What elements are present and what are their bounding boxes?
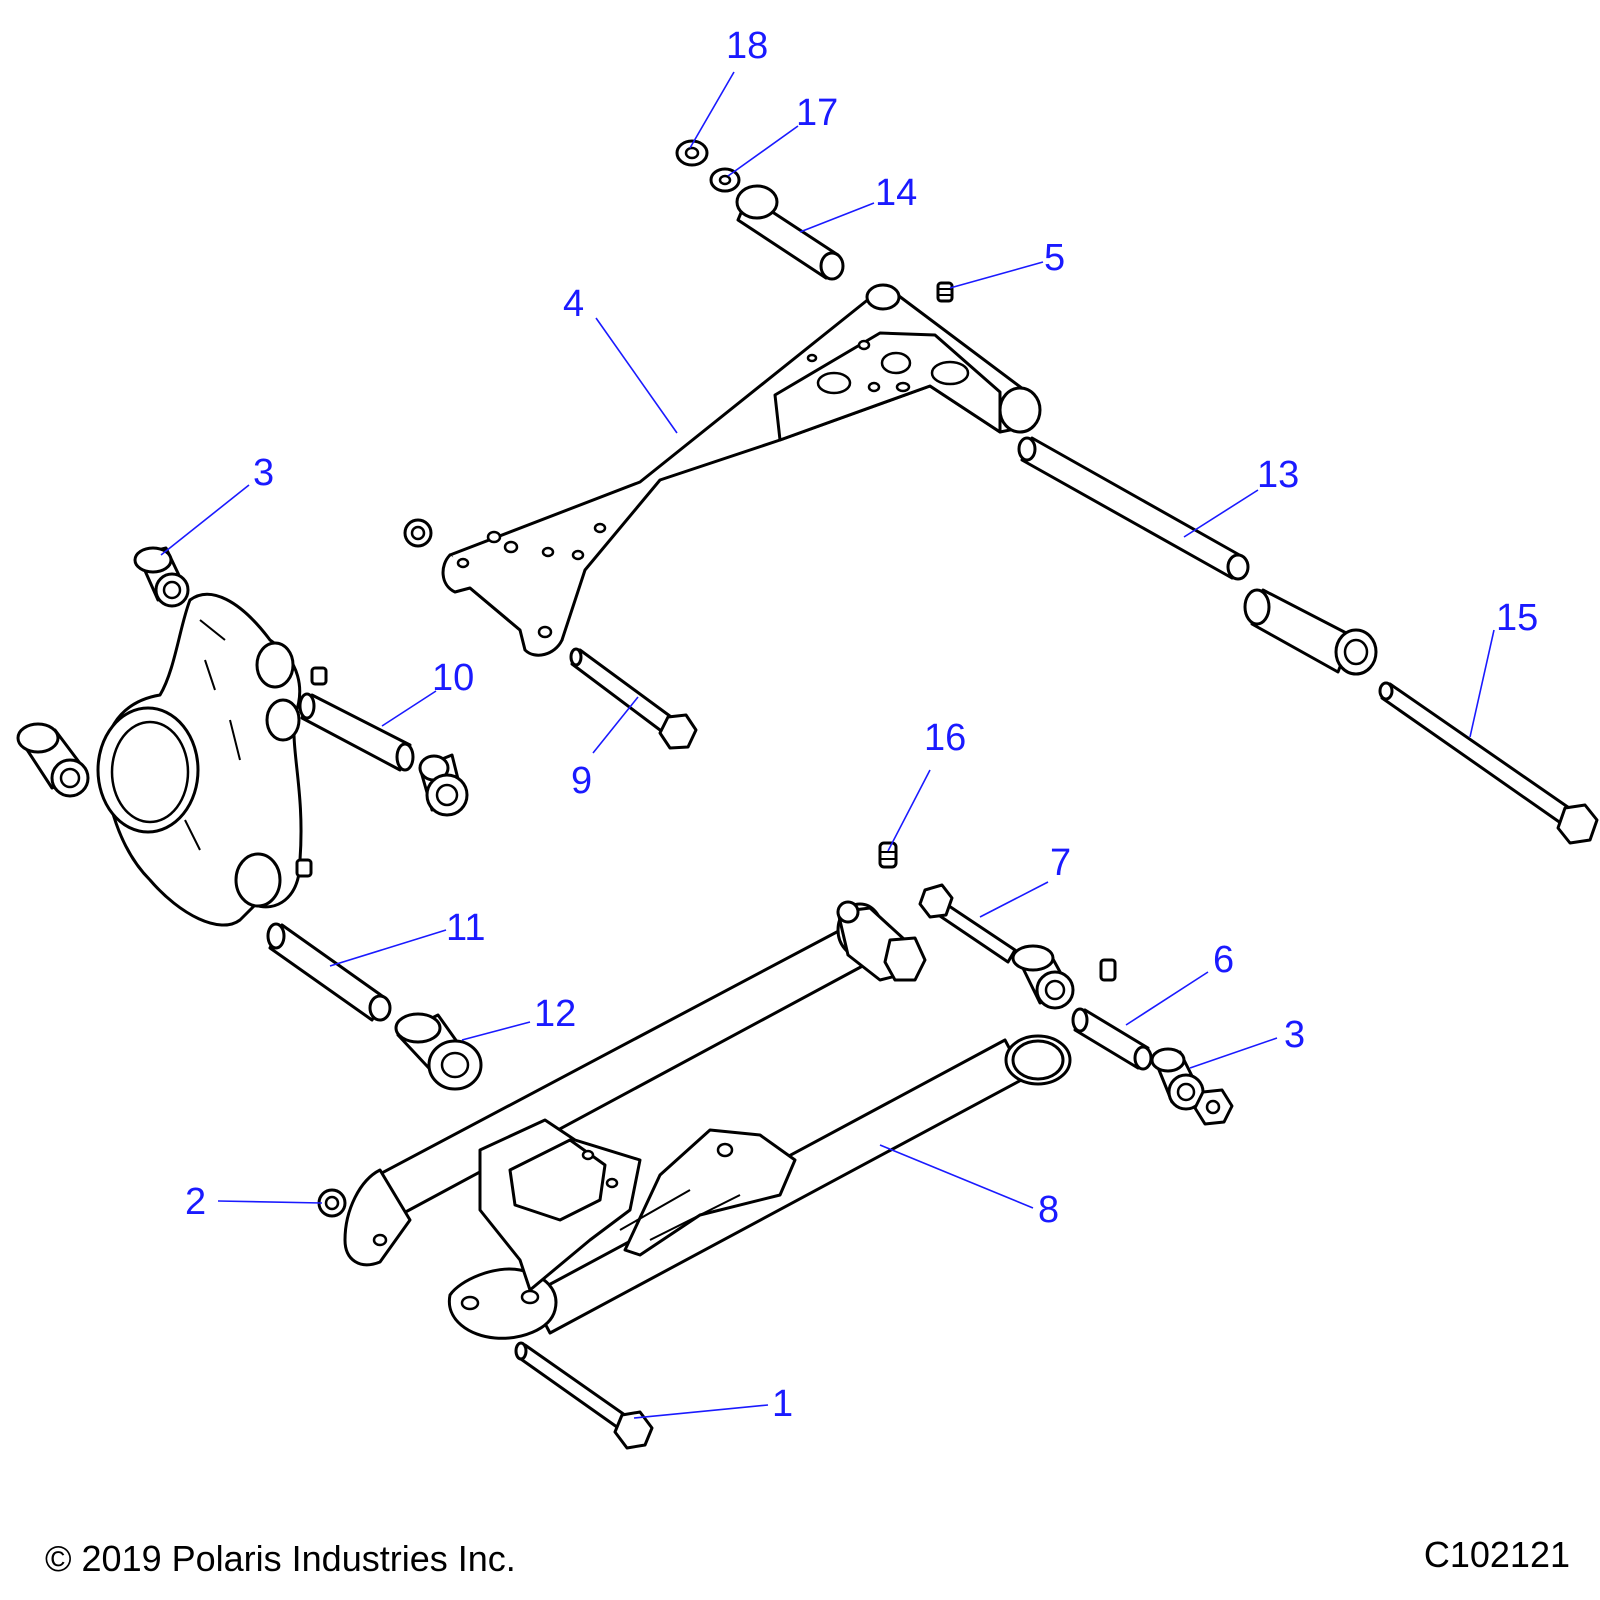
leader-lines	[160, 71, 1495, 1419]
part-17-washer	[709, 167, 741, 193]
part-3-bushing-lower	[1150, 1047, 1205, 1111]
leader-8	[879, 1144, 1034, 1209]
part-14-bushing	[735, 184, 845, 281]
leader-2	[217, 1200, 323, 1204]
leader-15	[1469, 629, 1495, 738]
part-1-bolt	[514, 1341, 654, 1450]
leader-3b	[1189, 1037, 1278, 1069]
leader-12	[461, 1021, 531, 1041]
leader-6	[1125, 971, 1209, 1026]
callout-12: 12	[534, 993, 576, 1035]
leader-5	[949, 261, 1044, 289]
leader-14	[799, 202, 875, 233]
part-knuckle-grease-fitting-upper	[310, 666, 328, 686]
callout-15: 15	[1496, 597, 1538, 639]
part-9-bolt	[569, 647, 698, 750]
leader-1	[633, 1404, 769, 1419]
leader-11	[329, 929, 447, 967]
part-7-bushing	[1011, 944, 1075, 1010]
part-bushing-left	[16, 722, 90, 798]
part-13-bushing	[1243, 588, 1378, 676]
leader-13	[1183, 489, 1259, 538]
part-6-grease-fitting	[1099, 958, 1117, 982]
callout-10: 10	[432, 657, 474, 699]
callout-6: 6	[1213, 939, 1234, 981]
callout-4: 4	[563, 283, 584, 325]
part-10-bushing	[418, 753, 469, 817]
part-4-upper-arm	[441, 283, 1042, 657]
part-11-pin	[266, 922, 392, 1022]
part-16-grease-fitting	[878, 841, 898, 869]
part-2-nut	[317, 1188, 347, 1218]
callout-9: 9	[571, 760, 592, 802]
figure-code: C102121	[1423, 1534, 1570, 1575]
copyright-notice: © 2019 Polaris Industries Inc.	[45, 1538, 516, 1579]
part-18-nut	[675, 139, 709, 167]
part-12-bushing	[394, 1012, 483, 1091]
callout-16: 16	[924, 717, 966, 759]
part-8-lower-arm	[343, 900, 1072, 1340]
leader-3a	[160, 484, 250, 556]
leader-18	[689, 71, 735, 149]
callout-8: 8	[1038, 1189, 1059, 1231]
callout-11: 11	[446, 907, 485, 949]
callout-14: 14	[875, 172, 917, 214]
part-knuckle-grease-fitting-lower	[295, 858, 313, 878]
part-knuckle	[96, 592, 303, 927]
callout-17: 17	[796, 92, 838, 134]
leader-16	[887, 769, 931, 852]
callout-13: 13	[1257, 454, 1299, 496]
part-10-pin	[298, 692, 415, 772]
leader-7	[979, 881, 1049, 918]
leader-4	[595, 317, 678, 434]
leader-9	[592, 696, 639, 754]
part-6-pin	[1071, 1007, 1153, 1071]
part-15-bolt	[1378, 681, 1599, 845]
callout-labels: 18 17 14 5 4 3 13 10 15 16 9 7 11 6 12 3…	[185, 25, 1538, 1425]
part-7-bolt	[918, 883, 1017, 964]
part-5-grease-fitting	[936, 281, 954, 303]
leader-17	[727, 125, 799, 177]
part-3-bushing-upper	[133, 546, 190, 608]
part-4-nut	[403, 518, 433, 548]
callout-3b: 3	[1284, 1014, 1305, 1056]
callout-2: 2	[185, 1181, 206, 1223]
callout-18: 18	[726, 25, 768, 67]
callout-5: 5	[1044, 237, 1065, 279]
part-3-nut	[1193, 1088, 1234, 1126]
callout-7: 7	[1050, 842, 1071, 884]
callout-1: 1	[772, 1383, 793, 1425]
callout-3a: 3	[253, 452, 274, 494]
part-13-sleeve	[1017, 436, 1250, 581]
leader-10	[381, 690, 437, 727]
